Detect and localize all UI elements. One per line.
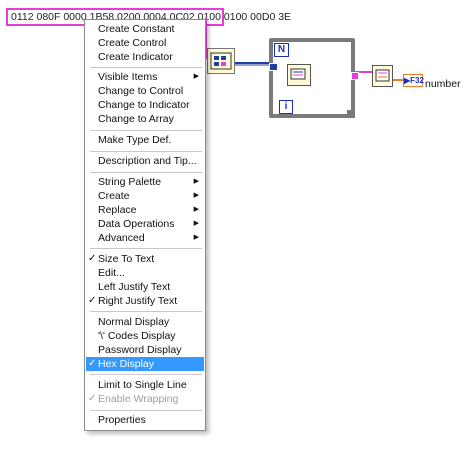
menu-item-label: '\' Codes Display <box>98 330 176 342</box>
menu-item-label: Visible Items <box>98 71 158 83</box>
number-indicator-terminal[interactable]: ▶F32 <box>403 74 424 87</box>
menu-item-label: Description and Tip... <box>98 155 197 167</box>
unflatten-node[interactable] <box>372 65 393 87</box>
menu-item-label: Advanced <box>98 232 145 244</box>
menu-item-label: Create Indicator <box>98 51 173 63</box>
menu-item-label: Create Constant <box>98 23 175 35</box>
submenu-arrow-icon: ▶ <box>193 206 199 213</box>
submenu-arrow-icon: ▶ <box>193 220 199 227</box>
for-loop[interactable]: N i <box>269 38 359 118</box>
menu-item-label: Normal Display <box>98 316 170 328</box>
check-icon: ✓ <box>88 295 97 306</box>
loop-iteration-terminal[interactable]: i <box>279 100 293 114</box>
check-icon: ✓ <box>88 358 97 369</box>
number-indicator-label: number <box>425 78 461 90</box>
menu-item-size-to-text[interactable]: ✓Size To Text <box>86 252 204 266</box>
menu-item-label: Enable Wrapping <box>98 393 179 405</box>
menu-item-make-type-def[interactable]: Make Type Def. <box>86 133 204 147</box>
menu-item-label: Password Display <box>98 344 182 356</box>
loop-output-tunnel[interactable] <box>351 72 359 80</box>
menu-item-change-to-array[interactable]: Change to Array <box>86 112 204 126</box>
menu-item-label: Create <box>98 190 130 202</box>
check-icon: ✓ <box>88 253 97 264</box>
menu-separator <box>90 374 202 375</box>
menu-item-left-justify-text[interactable]: Left Justify Text <box>86 280 204 294</box>
menu-item-label: Change to Control <box>98 85 184 97</box>
submenu-arrow-icon: ▶ <box>193 192 199 199</box>
menu-item-label: Right Justify Text <box>98 295 178 307</box>
menu-item-string-palette[interactable]: String Palette ▶ <box>86 175 204 189</box>
menu-item-create-indicator[interactable]: Create Indicator <box>86 50 204 64</box>
submenu-arrow-icon: ▶ <box>193 73 199 80</box>
menu-separator <box>90 130 202 131</box>
menu-item-limit-to-single-line[interactable]: Limit to Single Line <box>86 378 204 392</box>
menu-item-label: Properties <box>98 414 146 426</box>
menu-item-label: Limit to Single Line <box>98 379 187 391</box>
menu-item-description-and-tip[interactable]: Description and Tip... <box>86 154 204 168</box>
check-icon: ✓ <box>88 393 97 404</box>
menu-item-label: Size To Text <box>98 253 155 265</box>
menu-separator <box>90 410 202 411</box>
menu-item-replace[interactable]: Replace ▶ <box>86 203 204 217</box>
menu-separator <box>90 67 202 68</box>
menu-item-label: String Palette <box>98 176 162 188</box>
menu-item-label: Change to Array <box>98 113 174 125</box>
submenu-arrow-icon: ▶ <box>193 234 199 241</box>
loop-corner-notch <box>347 110 355 118</box>
menu-item-hex-display[interactable]: ✓Hex Display <box>86 357 204 371</box>
array-node-icon <box>210 52 232 70</box>
array-build-node[interactable] <box>207 48 235 74</box>
menu-item-create-constant[interactable]: Create Constant <box>86 22 204 36</box>
submenu-arrow-icon: ▶ <box>193 178 199 185</box>
menu-separator <box>90 248 202 249</box>
loop-count-terminal[interactable]: N <box>274 43 289 57</box>
menu-item-visible-items[interactable]: Visible Items ▶ <box>86 70 204 84</box>
loop-input-tunnel[interactable] <box>269 63 278 71</box>
menu-item-advanced[interactable]: Advanced ▶ <box>86 231 204 245</box>
unflatten-icon <box>375 69 390 82</box>
menu-item-change-to-control[interactable]: Change to Control <box>86 84 204 98</box>
loop-subvi[interactable] <box>287 64 311 86</box>
menu-separator <box>90 172 202 173</box>
menu-separator <box>90 311 202 312</box>
menu-separator <box>90 151 202 152</box>
menu-item-label: Replace <box>98 204 137 216</box>
menu-item-create-control[interactable]: Create Control <box>86 36 204 50</box>
menu-item-right-justify-text[interactable]: ✓Right Justify Text <box>86 294 204 308</box>
menu-item-edit[interactable]: Edit... <box>86 266 204 280</box>
menu-item-label: Make Type Def. <box>98 134 172 146</box>
menu-item-codes-display[interactable]: '\' Codes Display <box>86 329 204 343</box>
menu-item-data-operations[interactable]: Data Operations ▶ <box>86 217 204 231</box>
menu-item-label: Edit... <box>98 267 125 279</box>
menu-item-password-display[interactable]: Password Display <box>86 343 204 357</box>
menu-item-label: Hex Display <box>98 358 155 370</box>
menu-item-label: Left Justify Text <box>98 281 171 293</box>
menu-item-change-to-indicator[interactable]: Change to Indicator <box>86 98 204 112</box>
menu-item-enable-wrapping: ✓Enable Wrapping <box>86 392 204 406</box>
menu-item-create[interactable]: Create ▶ <box>86 189 204 203</box>
menu-item-label: Data Operations <box>98 218 175 230</box>
subvi-icon <box>290 68 306 80</box>
menu-item-normal-display[interactable]: Normal Display <box>86 315 204 329</box>
string-wire[interactable] <box>205 17 207 59</box>
menu-item-label: Change to Indicator <box>98 99 190 111</box>
menu-item-properties[interactable]: Properties <box>86 413 204 427</box>
menu-item-label: Create Control <box>98 37 167 49</box>
